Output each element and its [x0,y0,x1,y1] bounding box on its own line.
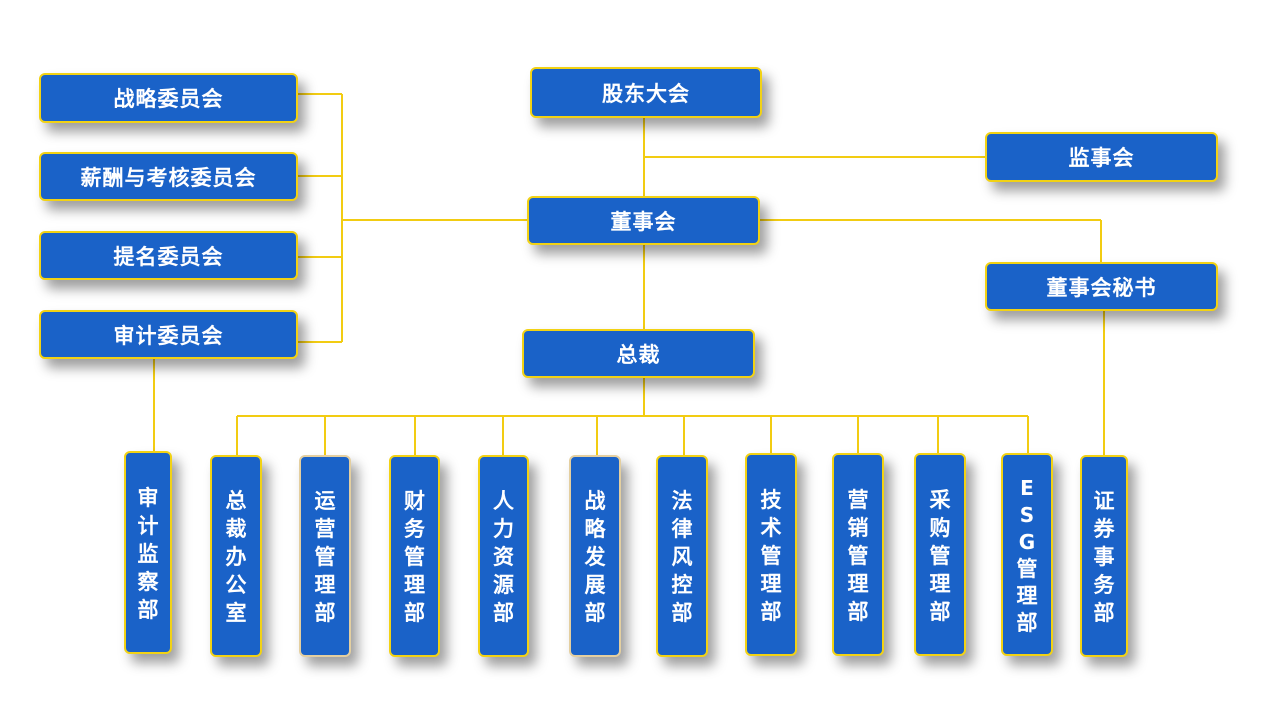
dept-finance: 财 务 管 理 部 [389,455,440,657]
dept-president-office: 总 裁 办 公 室 [210,455,262,657]
node-supervisors: 监事会 [985,132,1218,182]
dept-char: 展 [584,573,606,597]
node-label: 审计委员会 [113,323,224,348]
dept-char: 察 [137,569,159,594]
dept-char: G [1018,529,1036,554]
dept-char: 理 [404,573,425,597]
dept-char: 部 [847,599,869,624]
node-board: 董事会 [527,196,760,245]
dept-char: 裁 [225,517,247,541]
committee-audit: 审计委员会 [39,310,298,359]
dept-char: 理 [760,571,782,596]
dept-char: 采 [929,487,951,512]
dept-char: 人 [493,489,514,513]
node-label: 股东大会 [602,81,690,106]
node-label: 董事会 [610,209,677,234]
dept-char: 控 [671,573,693,597]
dept-char: 部 [314,601,336,625]
dept-char: 理 [847,571,869,596]
dept-char: 管 [1016,556,1038,581]
dept-char: 证 [1093,489,1115,513]
dept-char: 营 [314,517,336,541]
node-label: 提名委员会 [113,244,224,269]
node-shareholders: 股东大会 [530,67,762,118]
dept-char: 术 [760,515,782,540]
dept-char: 管 [847,543,869,568]
dept-char: 部 [760,599,782,624]
dept-char: 计 [137,513,159,538]
dept-char: 部 [137,597,159,622]
dept-char: 法 [671,489,693,513]
dept-char: 审 [137,485,159,510]
dept-operations: 运 营 管 理 部 [299,455,351,657]
dept-char: 力 [493,517,514,541]
dept-char: 理 [929,571,951,596]
dept-securities-affairs: 证 券 事 务 部 [1080,455,1128,657]
dept-char: 财 [404,489,425,513]
node-label: 董事会秘书 [1046,275,1157,300]
dept-char: 部 [1093,601,1115,625]
dept-procurement: 采 购 管 理 部 [914,453,966,656]
dept-marketing: 营 销 管 理 部 [832,453,884,656]
dept-char: 部 [929,599,951,624]
dept-char: 营 [847,487,869,512]
dept-char: 风 [671,545,693,569]
dept-char: 监 [137,541,159,566]
dept-char: 略 [584,517,606,541]
dept-char: 部 [493,601,514,625]
dept-char: 室 [225,601,247,625]
dept-char: 管 [760,543,782,568]
dept-char: 部 [584,601,606,625]
dept-char: 技 [760,487,782,512]
committee-nomination: 提名委员会 [39,231,298,280]
dept-char: E [1020,475,1034,500]
dept-char: 公 [225,573,247,597]
committee-compensation: 薪酬与考核委员会 [39,152,298,201]
dept-char: 总 [225,489,247,513]
node-president: 总裁 [522,329,755,378]
dept-char: 律 [671,517,693,541]
dept-char: 理 [314,573,336,597]
dept-char: 管 [929,543,951,568]
dept-esg: E S G 管 理 部 [1001,453,1053,656]
dept-char: 战 [584,489,606,513]
dept-char: 购 [929,515,951,540]
node-label: 战略委员会 [113,87,224,111]
dept-char: 资 [493,545,514,569]
dept-char: 务 [1093,573,1115,597]
dept-char: 券 [1093,517,1115,541]
dept-char: 管 [314,545,336,569]
dept-technology: 技 术 管 理 部 [745,453,797,656]
node-board-secretary: 董事会秘书 [985,262,1218,311]
dept-strategy-development: 战 略 发 展 部 [569,455,621,657]
dept-char: 销 [847,515,869,540]
dept-char: 办 [225,545,247,569]
dept-char: 事 [1093,545,1115,569]
dept-char: 务 [404,517,425,541]
dept-char: 理 [1016,583,1038,608]
dept-char: 发 [584,545,606,569]
dept-legal-risk: 法 律 风 控 部 [656,455,708,657]
node-label: 薪酬与考核委员会 [80,165,257,190]
dept-audit-supervision: 审 计 监 察 部 [124,451,172,654]
dept-char: 部 [404,601,425,625]
dept-char: S [1019,502,1035,527]
dept-char: 部 [1016,610,1038,635]
dept-char: 运 [314,489,336,513]
dept-char: 源 [493,573,514,597]
committee-strategy: 战略委员会 [39,73,298,123]
node-label: 总裁 [616,342,661,367]
node-label: 监事会 [1068,146,1135,170]
dept-char: 管 [404,545,425,569]
dept-char: 部 [671,601,693,625]
dept-human-resources: 人 力 资 源 部 [478,455,529,657]
